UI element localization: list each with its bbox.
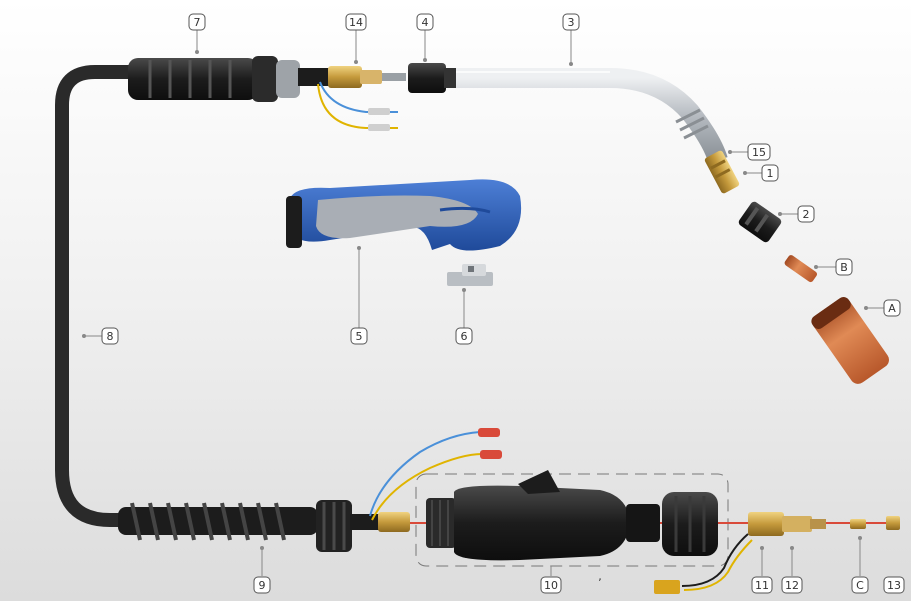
liner-collet xyxy=(886,516,900,530)
callout-A-text: A xyxy=(888,302,896,315)
callout-2: 2 xyxy=(778,205,815,223)
callout-15-text: 15 xyxy=(752,146,766,159)
callout-A: A xyxy=(864,299,901,317)
callout-7: 7 xyxy=(188,13,206,54)
liner-tip xyxy=(850,519,866,529)
callout-1: 1 xyxy=(743,164,779,182)
contact-tip xyxy=(784,255,818,283)
callout-6-text: 6 xyxy=(461,330,468,343)
callout-10: 10 xyxy=(540,566,562,594)
callout-1-text: 1 xyxy=(767,167,774,180)
neck-insulator xyxy=(675,108,709,140)
callout-3: 3 xyxy=(562,13,580,66)
cable-support-spring-lower xyxy=(118,500,352,552)
callout-8-text: 8 xyxy=(107,330,114,343)
callout-15: 15 xyxy=(728,143,771,161)
control-wires-lower xyxy=(369,428,502,521)
neck-nut xyxy=(408,63,458,93)
torch-cable xyxy=(55,65,147,527)
callout-11: 11 xyxy=(751,546,773,594)
torch-handle xyxy=(286,179,522,251)
nozzle-spring-insulator xyxy=(738,201,782,243)
callout-8: 8 xyxy=(82,327,119,345)
central-adaptor xyxy=(748,512,826,536)
callout-14: 14 xyxy=(345,13,367,64)
callout-12-text: 12 xyxy=(785,579,799,592)
callout-C-text: C xyxy=(856,579,864,592)
callout-7-text: 7 xyxy=(194,16,201,29)
callout-11-text: 11 xyxy=(755,579,769,592)
callout-13-text: 13 xyxy=(887,579,901,592)
callout-C: C xyxy=(851,536,869,594)
adaptor-control-plug xyxy=(654,533,753,594)
callout-9-text: 9 xyxy=(259,579,266,592)
callout-2-text: 2 xyxy=(803,208,810,221)
euro-connector-nut xyxy=(662,492,718,556)
callout-3-text: 3 xyxy=(568,16,575,29)
callout-14-text: 14 xyxy=(349,16,363,29)
callout-6: 6 xyxy=(455,288,473,345)
handle-connector xyxy=(298,66,406,88)
callout-9: 9 xyxy=(253,546,271,594)
swan-neck xyxy=(456,68,728,164)
callout-4: 4 xyxy=(416,13,434,62)
callout-4-text: 4 xyxy=(422,16,429,29)
callout-B-text: B xyxy=(840,261,848,274)
euro-connector-group-outline xyxy=(415,473,729,567)
gas-nozzle xyxy=(811,296,889,384)
callout-13: 13 xyxy=(883,576,905,594)
callout-12: 12 xyxy=(781,546,803,594)
gas-diffuser xyxy=(704,150,740,194)
callout-5-text: 5 xyxy=(356,330,363,343)
euro-connector-body xyxy=(426,470,660,561)
callout-10-text: 10 xyxy=(544,579,558,592)
control-wires-upper xyxy=(317,81,398,131)
central-adaptor-brass xyxy=(350,512,410,532)
decorative-mark: , xyxy=(598,570,602,583)
cable-support-grip-upper xyxy=(128,56,300,102)
callout-5: 5 xyxy=(350,246,368,345)
trigger-switch xyxy=(447,264,493,286)
callout-B: B xyxy=(814,258,853,276)
